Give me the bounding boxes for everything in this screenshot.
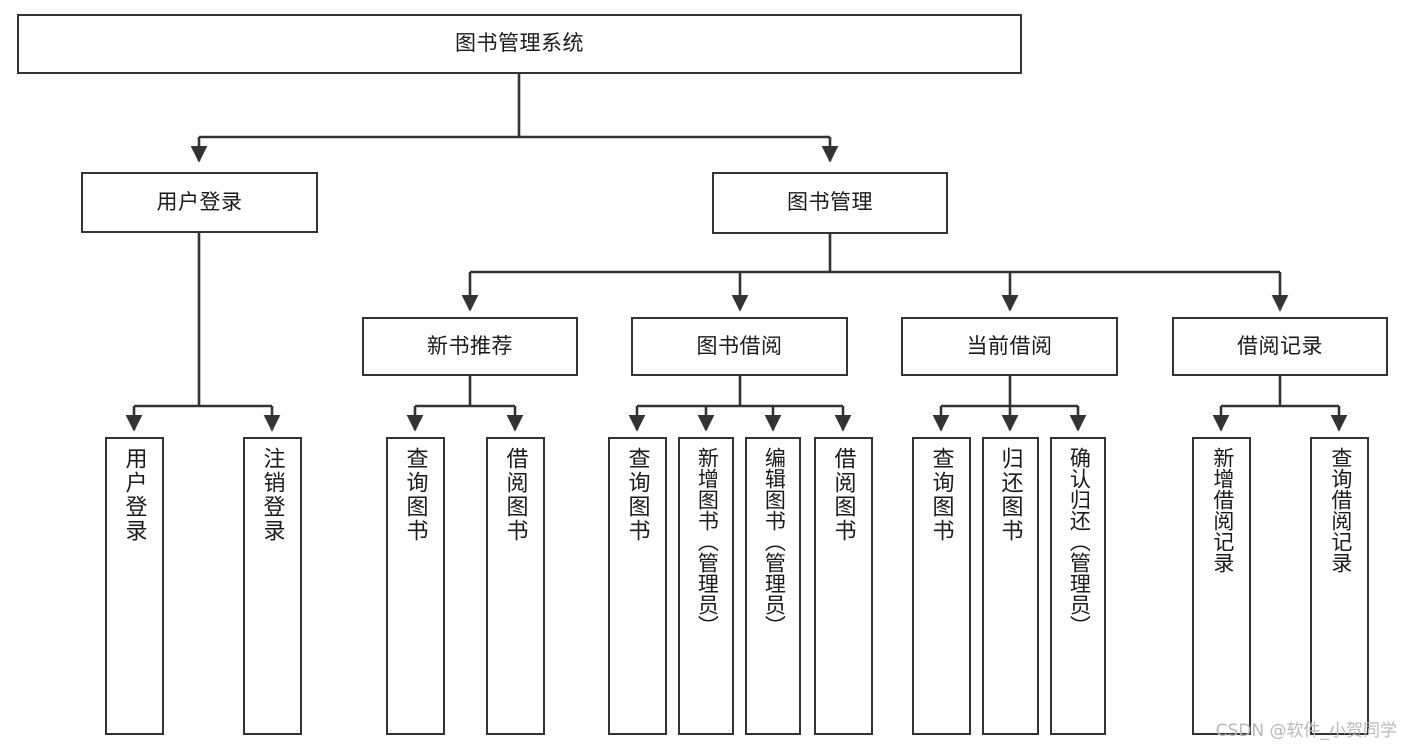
node-leaf-query-record[interactable]: 查询借阅记录	[1310, 437, 1369, 735]
node-book-management[interactable]: 图书管理	[712, 172, 948, 234]
node-leaf-confirm-return-label: 确认归还（管理员）	[1067, 447, 1091, 636]
node-borrow-record-label: 借阅记录	[1237, 334, 1323, 358]
node-leaf-query-book-3[interactable]: 查询图书	[912, 437, 971, 735]
node-leaf-query-record-label: 查询借阅记录	[1328, 447, 1352, 573]
node-leaf-borrow-book-2[interactable]: 借阅图书	[814, 437, 873, 735]
node-current-borrow[interactable]: 当前借阅	[901, 317, 1118, 376]
node-leaf-edit-book[interactable]: 编辑图书（管理员）	[745, 437, 801, 735]
node-leaf-query-book-2[interactable]: 查询图书	[608, 437, 667, 735]
node-leaf-query-book-2-label: 查询图书	[625, 447, 651, 543]
node-new-book-recommend[interactable]: 新书推荐	[362, 317, 578, 376]
watermark: CSDN @软件_小贺同学	[1215, 721, 1397, 741]
node-user-login[interactable]: 用户登录	[81, 172, 318, 233]
node-leaf-borrow-book-2-label: 借阅图书	[831, 447, 857, 543]
node-leaf-user-login[interactable]: 用户登录	[105, 437, 164, 735]
node-leaf-edit-book-label: 编辑图书（管理员）	[762, 447, 786, 636]
node-leaf-user-logout-label: 注销登录	[260, 447, 286, 543]
node-leaf-confirm-return[interactable]: 确认归还（管理员）	[1050, 437, 1106, 735]
node-leaf-add-book-label: 新增图书（管理员）	[695, 447, 719, 636]
node-borrow-record[interactable]: 借阅记录	[1172, 317, 1388, 376]
node-leaf-query-book-1[interactable]: 查询图书	[386, 437, 445, 735]
node-leaf-add-record-label: 新增借阅记录	[1210, 447, 1234, 573]
node-leaf-query-book-3-label: 查询图书	[929, 447, 955, 543]
node-leaf-query-book-1-label: 查询图书	[403, 447, 429, 543]
node-root[interactable]: 图书管理系统	[17, 14, 1022, 74]
node-root-label: 图书管理系统	[455, 32, 584, 56]
node-leaf-return-book[interactable]: 归还图书	[982, 437, 1039, 735]
node-leaf-user-login-label: 用户登录	[122, 447, 148, 543]
node-book-borrow[interactable]: 图书借阅	[631, 317, 848, 376]
node-leaf-add-book[interactable]: 新增图书（管理员）	[678, 437, 734, 735]
node-user-login-label: 用户登录	[156, 190, 243, 214]
node-current-borrow-label: 当前借阅	[966, 334, 1053, 358]
node-book-borrow-label: 图书借阅	[696, 334, 783, 358]
node-leaf-borrow-book-1-label: 借阅图书	[503, 447, 529, 543]
node-leaf-return-book-label: 归还图书	[998, 447, 1024, 543]
node-new-book-recommend-label: 新书推荐	[427, 334, 513, 358]
node-leaf-user-logout[interactable]: 注销登录	[243, 437, 302, 735]
node-book-management-label: 图书管理	[787, 191, 873, 215]
node-leaf-borrow-book-1[interactable]: 借阅图书	[486, 437, 545, 735]
node-leaf-add-record[interactable]: 新增借阅记录	[1192, 437, 1251, 735]
